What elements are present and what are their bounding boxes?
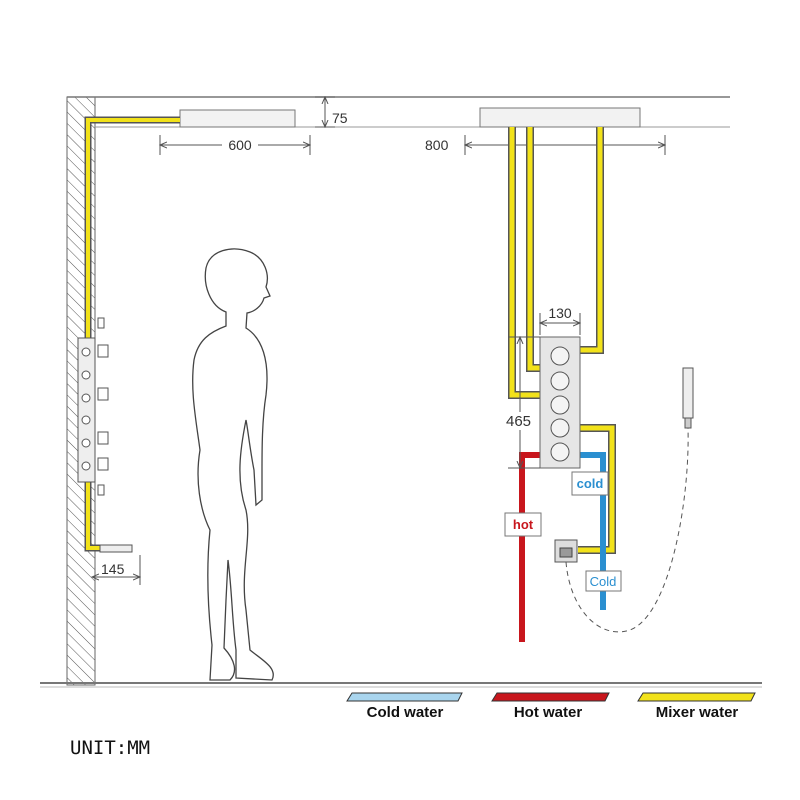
cold-water-pipe [578,452,606,610]
hand-shower [682,367,694,419]
dim-600: 600 [228,137,252,153]
legend: Cold water Hot water Mixer water [346,692,756,721]
hot-label: hot [513,517,534,532]
cold-hand-label: Cold [590,574,617,589]
shower-panel [77,337,96,483]
dim-75: 75 [332,110,348,126]
hot-water-pipe [519,452,542,642]
legend-label-hot: Hot water [514,704,583,721]
legend-swatch-hot [491,692,610,702]
dim-145: 145 [101,561,125,577]
legend-label-mixer: Mixer water [656,704,739,721]
legend-swatch-mixer [637,692,756,702]
hose [565,427,689,633]
cold-label: cold [577,476,604,491]
mixer-pipes [509,127,615,553]
dim-465: 465 [506,413,531,430]
dim-130: 130 [548,305,572,321]
valve-knobs [550,346,570,462]
human-figure [192,248,274,681]
tub-spout [99,544,133,553]
legend-swatch-cold [346,692,463,702]
dim-800: 800 [425,137,449,153]
left-rain-shower-head [179,109,296,128]
right-rain-shower-head [479,107,641,128]
legend-label-cold: Cold water [367,704,444,721]
unit-label: UNIT:MM [70,737,151,759]
left-mixer-pipe [84,116,180,552]
